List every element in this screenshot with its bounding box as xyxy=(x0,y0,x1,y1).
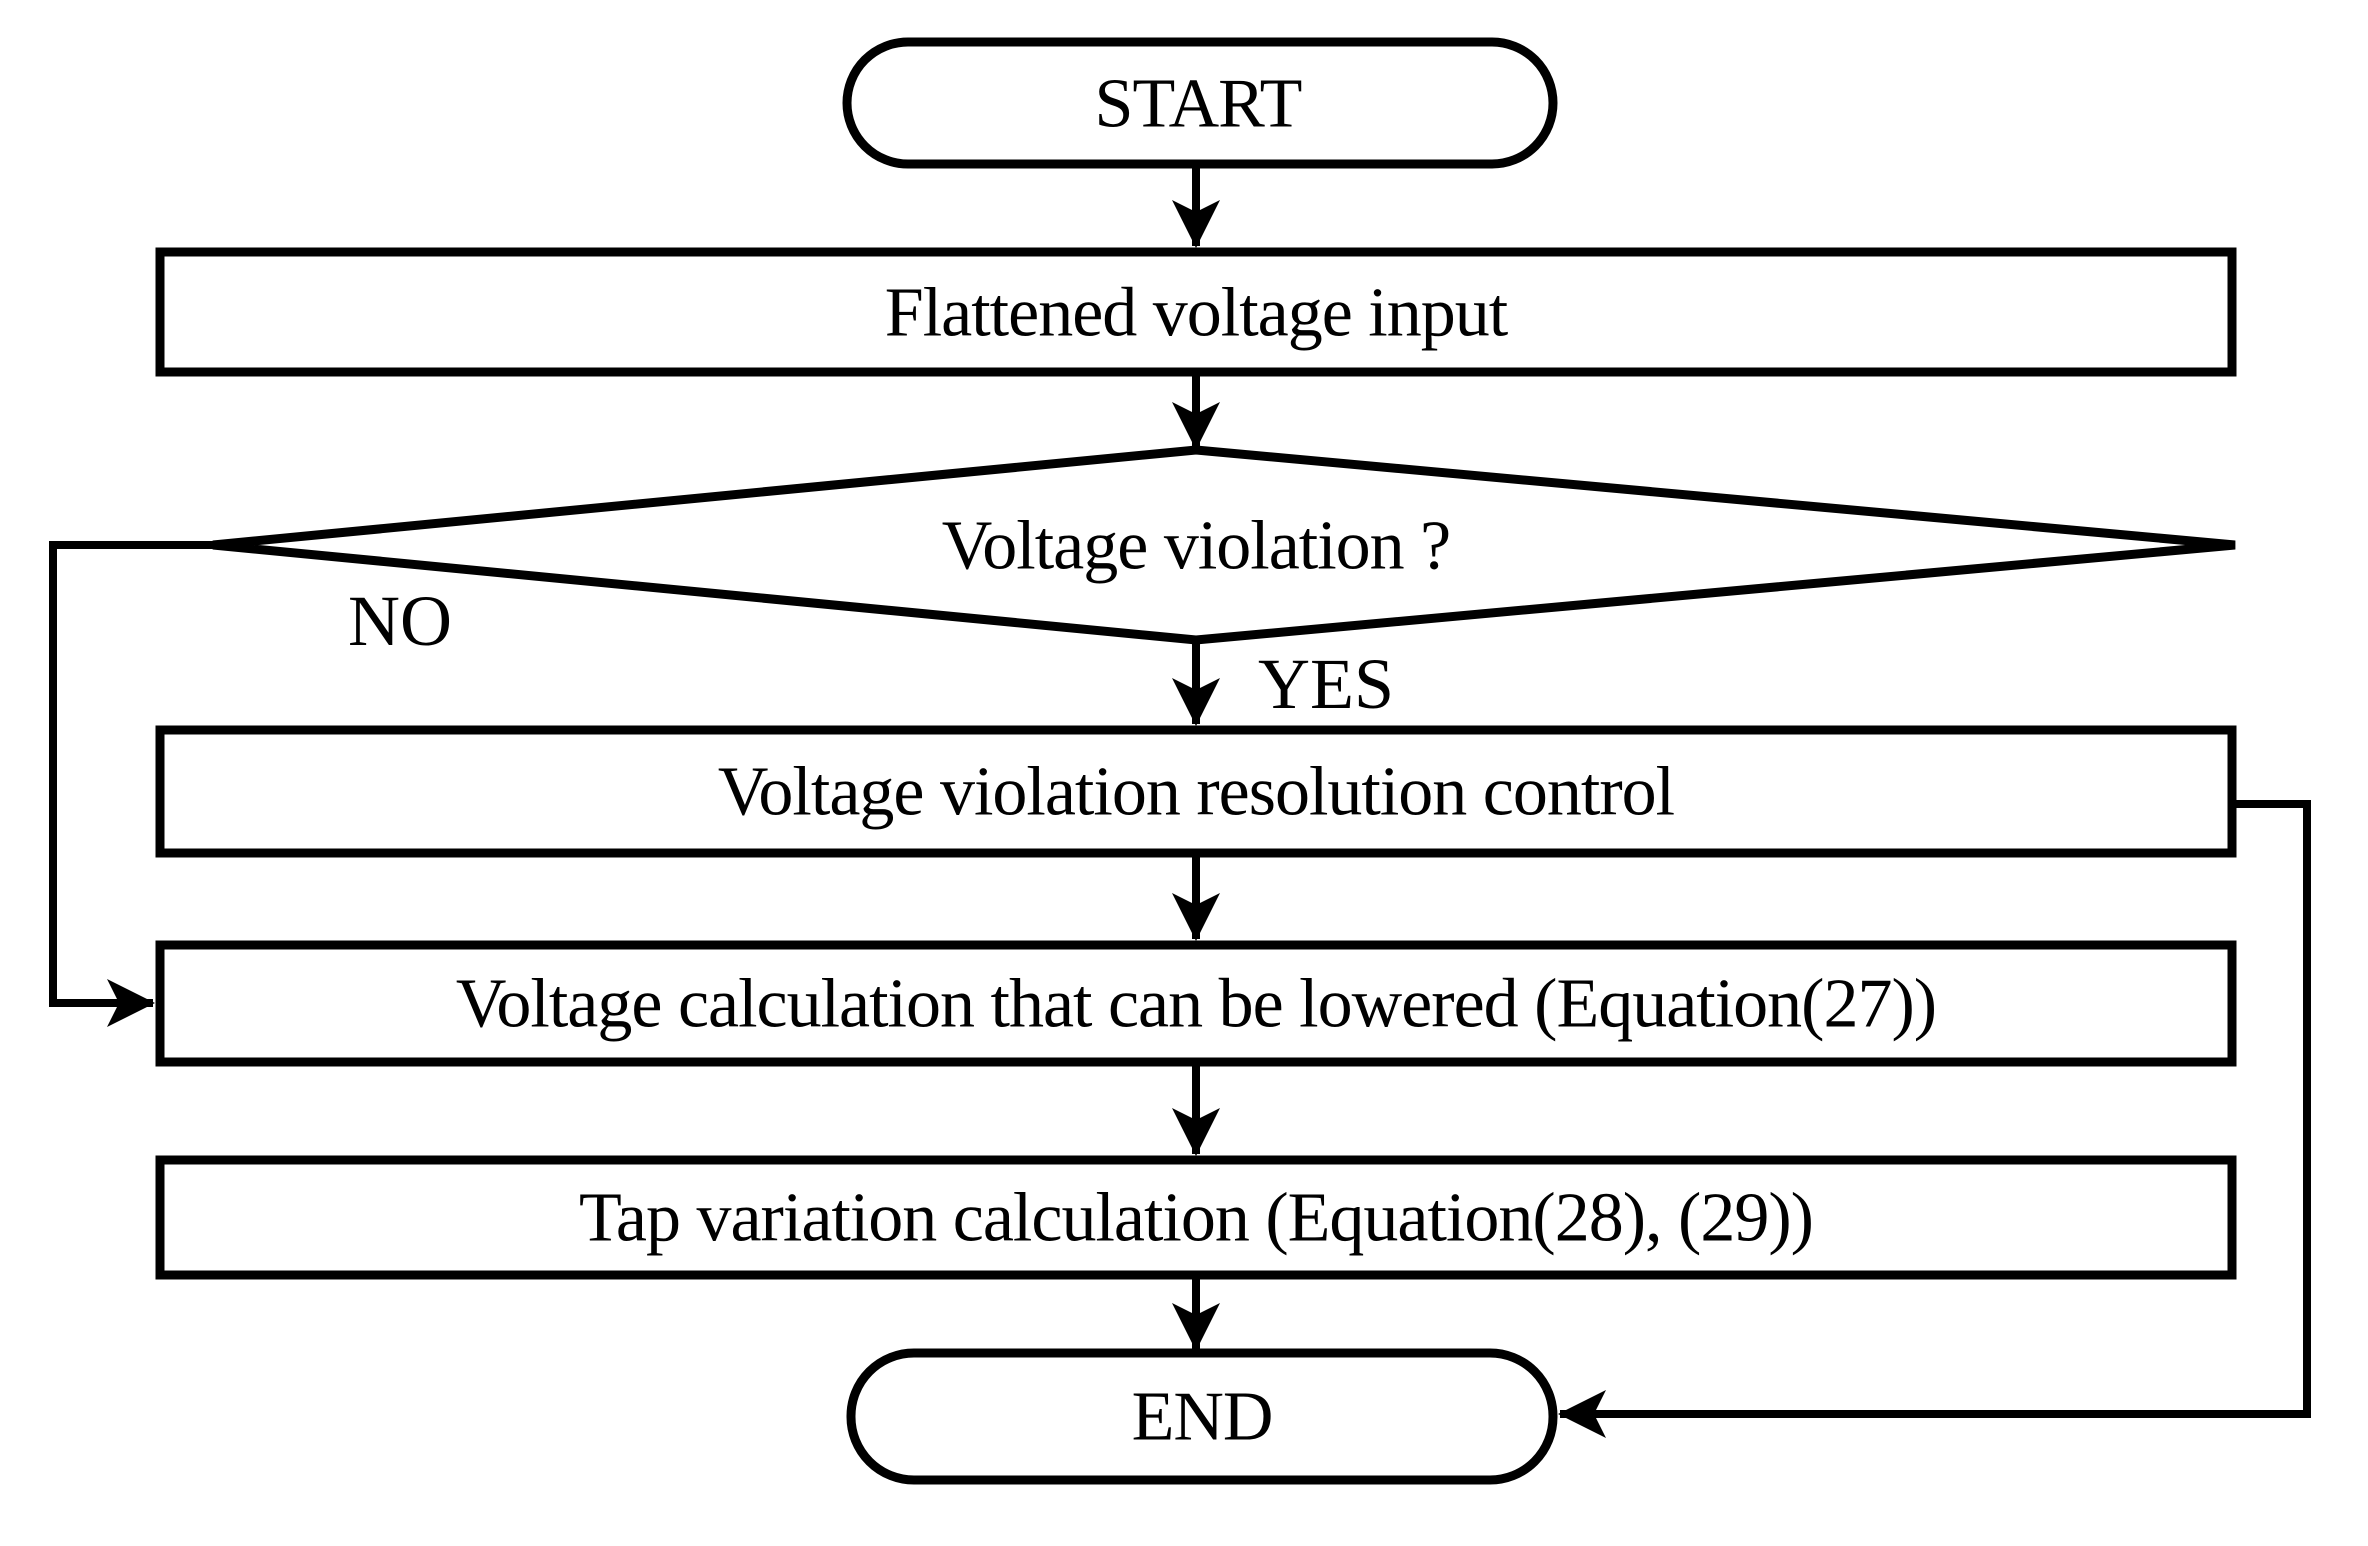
edges xyxy=(49,164,2311,1438)
voltage-calculation-shape xyxy=(155,940,2237,1067)
voltage-violation-decision-node: Voltage violation ? xyxy=(212,445,2236,645)
resolution-control-shape xyxy=(155,725,2237,858)
yes-label: YES xyxy=(1258,644,1394,724)
end-shape xyxy=(846,1348,1558,1485)
resolution-control-label: Voltage violation resolution control xyxy=(718,754,1675,831)
flattened-voltage-input-label: Flattened voltage input xyxy=(885,275,1509,352)
edge-resolution-to-end-path xyxy=(1558,800,2311,1438)
voltage-violation-decision-shape xyxy=(212,445,2236,645)
tap-variation-node: Tap variation calculation (Equation(28),… xyxy=(155,1155,2237,1280)
edge-decision-no-path xyxy=(49,541,215,1027)
start-node: START xyxy=(842,37,1558,169)
tap-variation-label: Tap variation calculation (Equation(28),… xyxy=(579,1180,1813,1257)
flattened-voltage-input-node: Flattened voltage input xyxy=(155,247,2237,377)
start-shape xyxy=(842,37,1558,169)
voltage-violation-decision-label: Voltage violation ? xyxy=(942,508,1451,585)
resolution-control-node: Voltage violation resolution control xyxy=(155,725,2237,858)
no-label: NO xyxy=(348,581,452,661)
end-node: END xyxy=(846,1348,1558,1485)
voltage-calculation-node: Voltage calculation that can be lowered … xyxy=(155,940,2237,1067)
end-label: END xyxy=(1132,1379,1273,1456)
flattened-voltage-input-shape xyxy=(155,247,2237,377)
voltage-calculation-label: Voltage calculation that can be lowered … xyxy=(456,966,1936,1043)
tap-variation-shape xyxy=(155,1155,2237,1280)
start-label: START xyxy=(1095,66,1302,143)
